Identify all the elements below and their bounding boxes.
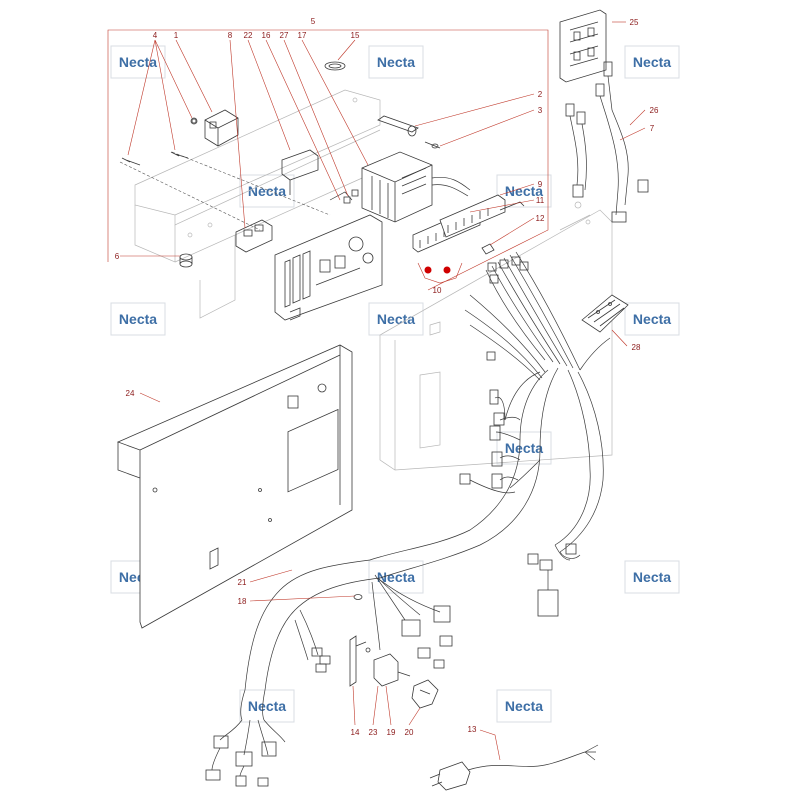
callout-23: 23 bbox=[369, 728, 378, 737]
led-icon bbox=[424, 266, 432, 274]
watermark: Necta bbox=[496, 431, 552, 465]
cover-panel bbox=[116, 344, 353, 629]
callout-25: 25 bbox=[630, 18, 639, 27]
callout-28: 28 bbox=[632, 343, 641, 352]
callout-7: 7 bbox=[650, 124, 655, 133]
callout-21: 21 bbox=[238, 578, 247, 587]
svg-text:Necta: Necta bbox=[633, 311, 671, 327]
control-box-outline bbox=[107, 29, 549, 291]
power-cord bbox=[429, 744, 599, 791]
svg-text:Necta: Necta bbox=[377, 311, 415, 327]
watermark: Necta bbox=[110, 45, 166, 79]
svg-text:Necta: Necta bbox=[633, 569, 671, 585]
callout-11: 11 bbox=[536, 196, 545, 205]
watermark: Necta bbox=[368, 560, 424, 594]
callout-15: 15 bbox=[351, 31, 360, 40]
connector-and-leds bbox=[417, 243, 495, 284]
leader-lines bbox=[120, 21, 646, 761]
svg-text:Necta: Necta bbox=[119, 311, 157, 327]
callout-19: 19 bbox=[387, 728, 396, 737]
callout-13: 13 bbox=[468, 725, 477, 734]
watermark: Necta bbox=[110, 302, 166, 336]
rear-frame-panel bbox=[379, 201, 613, 471]
svg-text:Necta: Necta bbox=[248, 698, 286, 714]
terminal-board bbox=[412, 194, 525, 253]
transformer bbox=[361, 151, 471, 223]
callout-20: 20 bbox=[405, 728, 414, 737]
watermark: Necta bbox=[496, 689, 552, 723]
callout-26: 26 bbox=[650, 106, 659, 115]
callout-8: 8 bbox=[228, 31, 233, 40]
callout-18: 18 bbox=[238, 597, 247, 606]
bracket bbox=[281, 149, 319, 195]
callout-numbers: 5 25 4 1 8 22 16 27 17 15 2 3 26 7 9 11 … bbox=[115, 17, 659, 737]
main-control-board bbox=[274, 214, 383, 321]
svg-text:Necta: Necta bbox=[248, 183, 286, 199]
svg-text:Necta: Necta bbox=[377, 54, 415, 70]
watermark: Necta bbox=[239, 689, 295, 723]
led-icon bbox=[443, 266, 451, 274]
callout-10: 10 bbox=[433, 286, 442, 295]
watermark: Necta bbox=[624, 560, 680, 594]
connector-block bbox=[581, 294, 629, 333]
watermark: Necta bbox=[496, 174, 552, 208]
chassis-rails bbox=[119, 89, 381, 319]
svg-text:Necta: Necta bbox=[377, 569, 415, 585]
callout-24: 24 bbox=[126, 389, 135, 398]
callout-2: 2 bbox=[538, 90, 543, 99]
svg-text:Necta: Necta bbox=[505, 440, 543, 456]
callout-4: 4 bbox=[153, 31, 158, 40]
wiring-harness bbox=[205, 251, 611, 787]
callout-5: 5 bbox=[311, 17, 316, 26]
callout-6: 6 bbox=[115, 252, 120, 261]
callout-3: 3 bbox=[538, 106, 543, 115]
fuse-holder bbox=[377, 115, 441, 149]
svg-text:Necta: Necta bbox=[505, 183, 543, 199]
watermark: Necta bbox=[624, 45, 680, 79]
watermark: Necta bbox=[368, 45, 424, 79]
callout-9: 9 bbox=[538, 180, 543, 189]
callout-17: 17 bbox=[298, 31, 307, 40]
ring bbox=[324, 61, 346, 71]
relay-block bbox=[190, 109, 239, 147]
callout-16: 16 bbox=[262, 31, 271, 40]
watermark: Necta bbox=[368, 302, 424, 336]
callout-14: 14 bbox=[351, 728, 360, 737]
callout-22: 22 bbox=[244, 31, 253, 40]
switch-assembly bbox=[349, 635, 439, 709]
watermark: Necta bbox=[624, 302, 680, 336]
grommet bbox=[179, 253, 193, 268]
circuit-board bbox=[559, 9, 607, 83]
svg-text:Necta: Necta bbox=[505, 698, 543, 714]
callout-1: 1 bbox=[174, 31, 179, 40]
screws bbox=[121, 118, 197, 166]
svg-text:Necta: Necta bbox=[119, 54, 157, 70]
cables-16-27 bbox=[329, 189, 359, 204]
callout-27: 27 bbox=[280, 31, 289, 40]
svg-text:Necta: Necta bbox=[633, 54, 671, 70]
callout-12: 12 bbox=[536, 214, 545, 223]
cables-26-7 bbox=[565, 61, 649, 223]
small-board bbox=[235, 219, 273, 253]
